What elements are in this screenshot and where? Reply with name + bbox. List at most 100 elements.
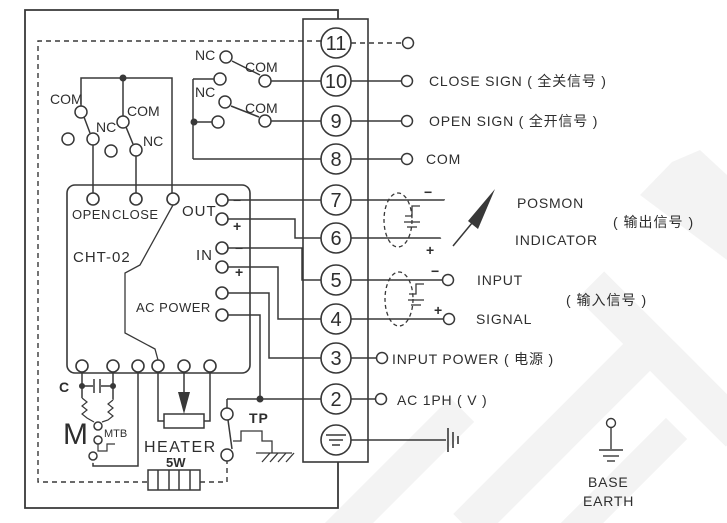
- meter-needle-tip: [468, 189, 495, 229]
- heater-tap-arrow-icon: [178, 392, 190, 414]
- heater-power-label: 5W: [166, 455, 186, 470]
- output-signal-label: ( 输出信号 ): [613, 214, 694, 230]
- terminal-5-number: 5: [330, 270, 341, 292]
- terminal-9-number: 9: [330, 111, 341, 133]
- dashed-enclosure-border: [37, 40, 402, 483]
- com-contact: [74, 105, 88, 119]
- heater-element: [147, 469, 201, 491]
- in-minus-terminal: [215, 241, 229, 255]
- heater-terminal: [203, 359, 217, 373]
- input-minus-contact: [441, 273, 455, 287]
- input-label: INPUT: [477, 272, 523, 288]
- terminal-4-number: 4: [330, 309, 341, 331]
- com-contact: [258, 74, 272, 88]
- out-minus-terminal: [215, 193, 229, 207]
- switch-blade: [231, 60, 261, 76]
- motor-winding: [81, 397, 95, 423]
- close-sign-label: CLOSE SIGN ( 全关信号 ): [429, 73, 607, 89]
- controller-model-label: CHT-02: [73, 249, 131, 266]
- close-terminal: [129, 192, 143, 206]
- heater-label: HEATER: [144, 439, 217, 456]
- motor-m-label: M: [63, 418, 88, 451]
- earth-terminal-icon: [326, 434, 346, 446]
- wire-to-terminal-3: [228, 292, 321, 359]
- terminal-8-number: 8: [330, 149, 341, 171]
- ac-power-terminal: [215, 286, 229, 300]
- heater-terminal: [177, 359, 191, 373]
- wire-to-terminal-6: [228, 218, 321, 239]
- watermark-shape: [453, 337, 657, 523]
- terminal-11-number: 11: [326, 33, 347, 55]
- input-power-contact: [375, 351, 389, 365]
- indicator-label: INDICATOR: [515, 232, 598, 248]
- com-contact: [258, 114, 272, 128]
- heater-group: HEATER 5W: [144, 372, 217, 491]
- nc-label: NC: [143, 133, 163, 149]
- shield-drain-icon: [405, 205, 420, 217]
- wire-to-terminal-2: [228, 314, 261, 399]
- base-earth-group: BASE EARTH: [583, 417, 634, 509]
- motor-terminal: [131, 359, 145, 373]
- rail-contact: [211, 115, 225, 129]
- heater-resistor: [163, 413, 205, 429]
- heater-terminal: [151, 359, 165, 373]
- com-label-external: COM: [426, 151, 461, 167]
- posmon-meter-icon: [437, 187, 507, 257]
- controller-cht02: OPEN CLOSE CHT-02 OUT IN AC POWER − + − …: [66, 184, 251, 374]
- shield-cable-icon: [384, 271, 414, 327]
- junction-dot: [256, 395, 264, 403]
- posmon-plus-sign: +: [426, 242, 434, 258]
- out-plus-terminal: [215, 212, 229, 226]
- terminal-7-number: 7: [330, 190, 341, 212]
- ac-power-label: AC POWER: [136, 300, 211, 315]
- motor-node: [88, 451, 98, 461]
- com-contact-external: [400, 152, 414, 166]
- base-label: BASE: [588, 474, 629, 490]
- thermal-contact: [97, 443, 115, 452]
- shield-drain-icon: [409, 283, 424, 295]
- open-terminal: [86, 192, 100, 206]
- terminal-11: [320, 27, 352, 59]
- chassis-earth-icon: [447, 428, 459, 452]
- nc-label: NC: [195, 84, 215, 100]
- signal-label: SIGNAL: [476, 311, 532, 327]
- base-earth-contact: [605, 417, 617, 429]
- dashed-border: [37, 40, 321, 483]
- ground-icon: [256, 452, 295, 463]
- capacitor-label: C: [59, 379, 69, 395]
- mtb-label: MTB: [104, 428, 127, 440]
- earth-label: EARTH: [583, 493, 634, 509]
- junction-dot: [119, 74, 127, 82]
- nc-label: NC: [96, 119, 116, 135]
- com-label: COM: [127, 103, 160, 119]
- ac-1ph-contact: [374, 392, 388, 406]
- external-connections: CLOSE SIGN ( 全关信号 ) OPEN SIGN ( 全开信号 ) C…: [351, 36, 694, 452]
- terminal-6-number: 6: [330, 228, 341, 250]
- motor-winding: [101, 399, 114, 423]
- tp-blade: [227, 419, 233, 450]
- tp-contact: [220, 407, 234, 421]
- terminal-10-number: 10: [325, 71, 347, 93]
- limit-switch-left-group: COM COM NC NC: [50, 74, 173, 193]
- thermal-element: [233, 430, 273, 453]
- com-label: COM: [50, 91, 83, 107]
- input-minus-sign: −: [431, 263, 439, 279]
- controller-to-strip-wires: [227, 199, 321, 403]
- nc-label: NC: [195, 47, 215, 63]
- wire-to-terminal-5: [228, 247, 321, 281]
- input-power-label: INPUT POWER ( 电源 ): [392, 351, 554, 367]
- internal-cam-wire: [124, 204, 174, 361]
- motor-node: [93, 421, 103, 431]
- tp-contact: [220, 448, 234, 462]
- input-signal-label: ( 输入信号 ): [566, 292, 647, 308]
- in-plus-terminal: [215, 260, 229, 274]
- motor-terminal: [75, 359, 89, 373]
- no-contact: [104, 144, 118, 158]
- no-contact: [61, 132, 75, 146]
- shield-cable-icon: [383, 192, 413, 248]
- wire: [157, 372, 164, 422]
- close-label: CLOSE: [112, 207, 159, 222]
- nc-contact: [219, 50, 233, 64]
